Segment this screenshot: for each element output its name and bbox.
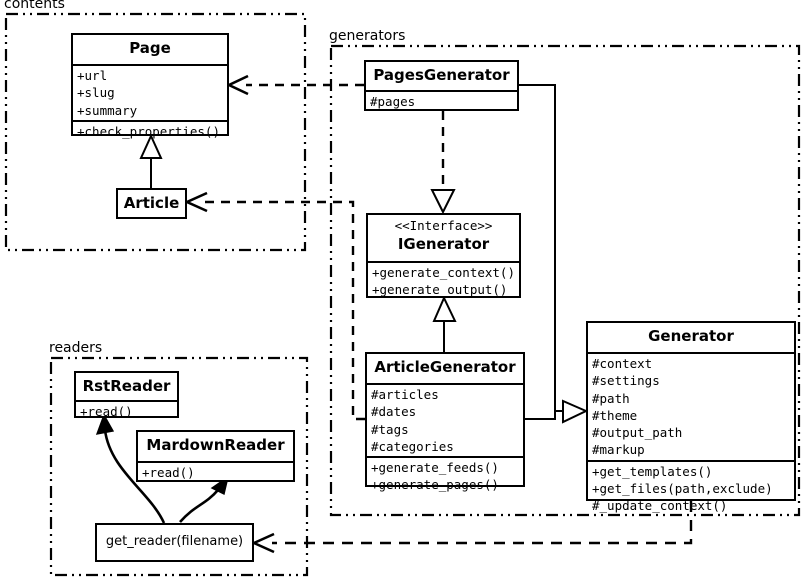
- relationship-connectors: [95, 74, 693, 554]
- class-operations-rst-reader: +read(): [76, 400, 177, 421]
- class-attribute: #markup: [592, 442, 645, 458]
- class-attribute: #articles: [371, 387, 439, 402]
- class-attribute: #context: [592, 356, 653, 371]
- package-border-contents: [4, 12, 307, 252]
- class-attributes-page: +url +slug+summary: [73, 64, 227, 120]
- class-name-page: Page: [129, 39, 171, 57]
- class-operations-article-generator: +generate_feeds() +generate_pages(): [367, 456, 523, 495]
- package-label-generators: generators: [327, 28, 408, 44]
- class-box-article[interactable]: Article: [116, 188, 187, 219]
- package-border-generators: [329, 44, 801, 517]
- package-borders: [4, 12, 801, 577]
- class-attribute: #pages: [370, 94, 416, 109]
- class-name-generator: Generator: [648, 327, 734, 345]
- class-operations-igenerator: +generate_context() +generate_output(): [368, 261, 519, 300]
- class-attribute: #settings: [592, 373, 660, 389]
- class-name-compartment-article: Article: [118, 190, 185, 221]
- class-operation: +generate_context(): [372, 265, 515, 280]
- class-name-compartment-mardown-reader: MardownReader: [138, 432, 293, 461]
- class-box-page[interactable]: Page +url +slug+summary +check_properties(): [71, 33, 229, 139]
- class-box-pages-generator[interactable]: PagesGenerator #pages: [364, 60, 519, 111]
- connector-article-inherits-page: [139, 133, 163, 188]
- class-name-article: Article: [123, 194, 180, 212]
- class-stereotype-igenerator: <<Interface>>: [394, 218, 493, 233]
- function-box-get-reader[interactable]: get_reader(filename): [95, 523, 254, 562]
- connector-pagesgenerator-extends-generator: [519, 84, 589, 424]
- connector-getreader-returns-rstreader: [95, 413, 166, 524]
- class-attribute: +slug: [77, 85, 115, 101]
- connector-articlegenerator-realizes-igenerator: [432, 295, 457, 352]
- class-name-pages-generator: PagesGenerator: [373, 66, 510, 84]
- class-box-rst-reader[interactable]: RstReader +read(): [74, 371, 179, 421]
- class-attribute: #tags: [371, 421, 409, 437]
- class-operation: +check_properties(): [77, 123, 220, 139]
- class-attribute: #dates: [371, 404, 417, 420]
- connector-articlegenerator-extends-generator: [525, 411, 556, 420]
- class-name-article-generator: ArticleGenerator: [374, 358, 516, 376]
- class-name-rst-reader: RstReader: [82, 377, 171, 395]
- class-attribute: #output_path: [592, 425, 683, 440]
- class-name-compartment-rst-reader: RstReader: [76, 373, 177, 400]
- class-name-compartment-page: Page: [73, 35, 227, 64]
- connector-pagesgenerator-realizes-igenerator: [430, 111, 456, 215]
- class-attribute: #categories: [371, 438, 454, 454]
- class-operation: +generate_output(): [372, 282, 508, 298]
- class-operation: #_update_context(): [592, 498, 728, 513]
- class-attribute: +url: [77, 68, 108, 83]
- class-operation: +get_files(path,exclude): [592, 480, 773, 496]
- connector-getreader-returns-mardownreader: [179, 475, 230, 523]
- package-border-readers: [49, 356, 309, 577]
- class-name-compartment-article-generator: ArticleGenerator: [367, 354, 523, 383]
- class-box-article-generator[interactable]: ArticleGenerator #articles #dates#tags#cat…: [365, 352, 525, 492]
- class-operation: +read(): [142, 465, 195, 480]
- function-box-label-get-reader: get_reader(filename): [105, 534, 244, 549]
- class-attributes-pages-generator: #pages: [366, 90, 517, 111]
- package-label-contents: contents: [2, 0, 67, 12]
- package-label-readers: readers: [47, 340, 105, 356]
- class-box-generator[interactable]: Generator #context #settings#path#theme #ou…: [586, 321, 796, 513]
- class-name-mardown-reader: MardownReader: [146, 436, 285, 454]
- connector-articlegenerator-uses-article: [183, 191, 365, 421]
- class-attributes-article-generator: #articles #dates#tags#categories: [367, 383, 523, 456]
- class-attribute: +summary: [77, 102, 138, 118]
- class-operations-page: +check_properties(): [73, 119, 227, 141]
- class-name-compartment-igenerator: <<Interface>>IGenerator: [368, 215, 519, 261]
- class-operations-generator: +get_templates()+get_files(path,exclude)…: [588, 459, 794, 516]
- class-box-igenerator[interactable]: <<Interface>>IGenerator+generate_context…: [366, 213, 521, 298]
- class-name-compartment-generator: Generator: [588, 323, 794, 352]
- class-operation: +generate_feeds(): [371, 460, 499, 475]
- class-operations-mardown-reader: +read(): [138, 461, 293, 482]
- connector-pagesgenerator-uses-page: [225, 74, 364, 96]
- class-operation: +generate_pages(): [371, 477, 499, 493]
- class-name-igenerator: IGenerator: [397, 234, 490, 253]
- class-attributes-generator: #context #settings#path#theme #output_path…: [588, 352, 794, 460]
- class-operation: +get_templates(): [592, 463, 713, 479]
- class-attribute: #path: [592, 390, 630, 406]
- class-name-compartment-pages-generator: PagesGenerator: [366, 62, 517, 90]
- connector-generator-uses-getreader: [250, 501, 693, 554]
- class-box-mardown-reader[interactable]: MardownReader +read(): [136, 430, 295, 482]
- class-attribute: #theme: [592, 407, 638, 423]
- class-operation: +read(): [80, 404, 133, 419]
